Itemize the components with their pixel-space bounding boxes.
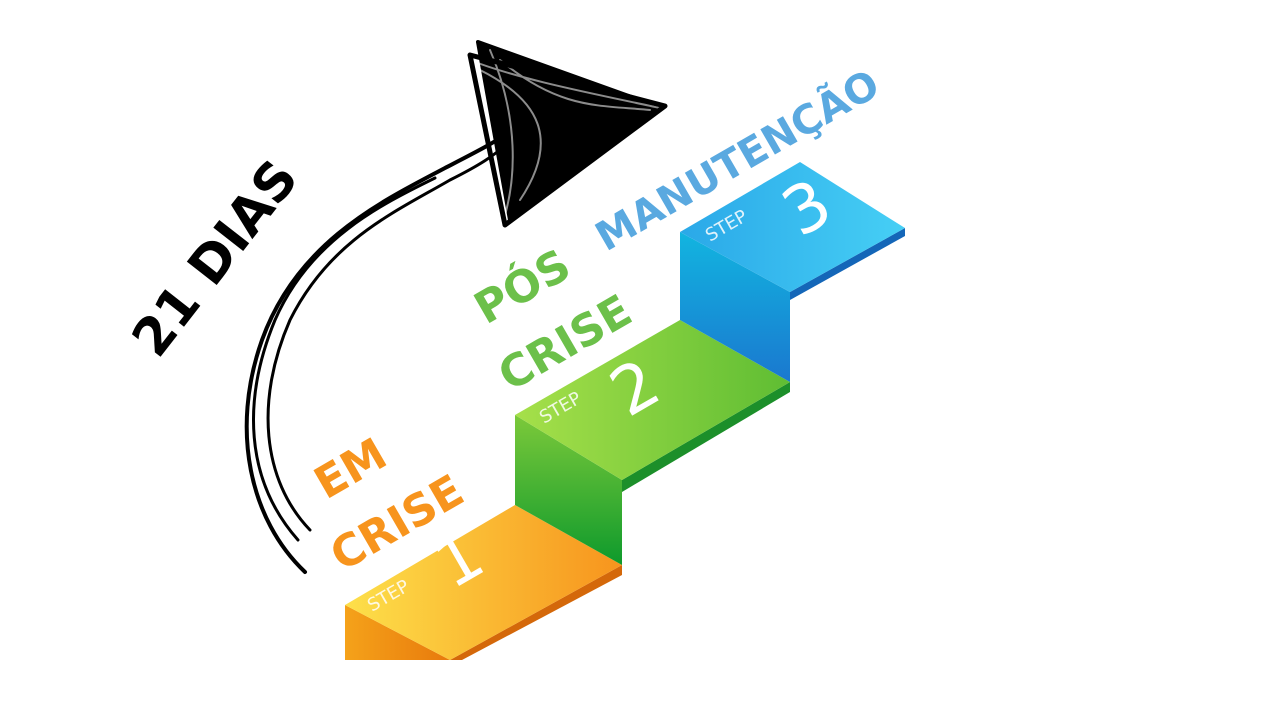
step-3: STEP 3 bbox=[680, 162, 905, 382]
arrow-label: 21 DIAS bbox=[121, 149, 310, 368]
arrow-shaft-stroke-3 bbox=[266, 143, 507, 532]
step-1-top bbox=[345, 505, 622, 660]
arrow-shaft bbox=[244, 128, 512, 574]
arrow-shaft-stroke-2 bbox=[252, 176, 437, 542]
step-3-top bbox=[680, 162, 905, 292]
scribbled-arrow bbox=[244, 40, 668, 574]
step-3-right-side bbox=[790, 228, 905, 300]
arrow-head bbox=[467, 40, 668, 228]
step-2-riser bbox=[515, 415, 622, 565]
step-3-riser bbox=[680, 232, 790, 382]
step-1-label-line-1: EM bbox=[306, 428, 395, 509]
step-2-top bbox=[515, 320, 790, 480]
step-2-right-side bbox=[622, 382, 790, 492]
step-1: STEP 1 bbox=[345, 505, 622, 660]
